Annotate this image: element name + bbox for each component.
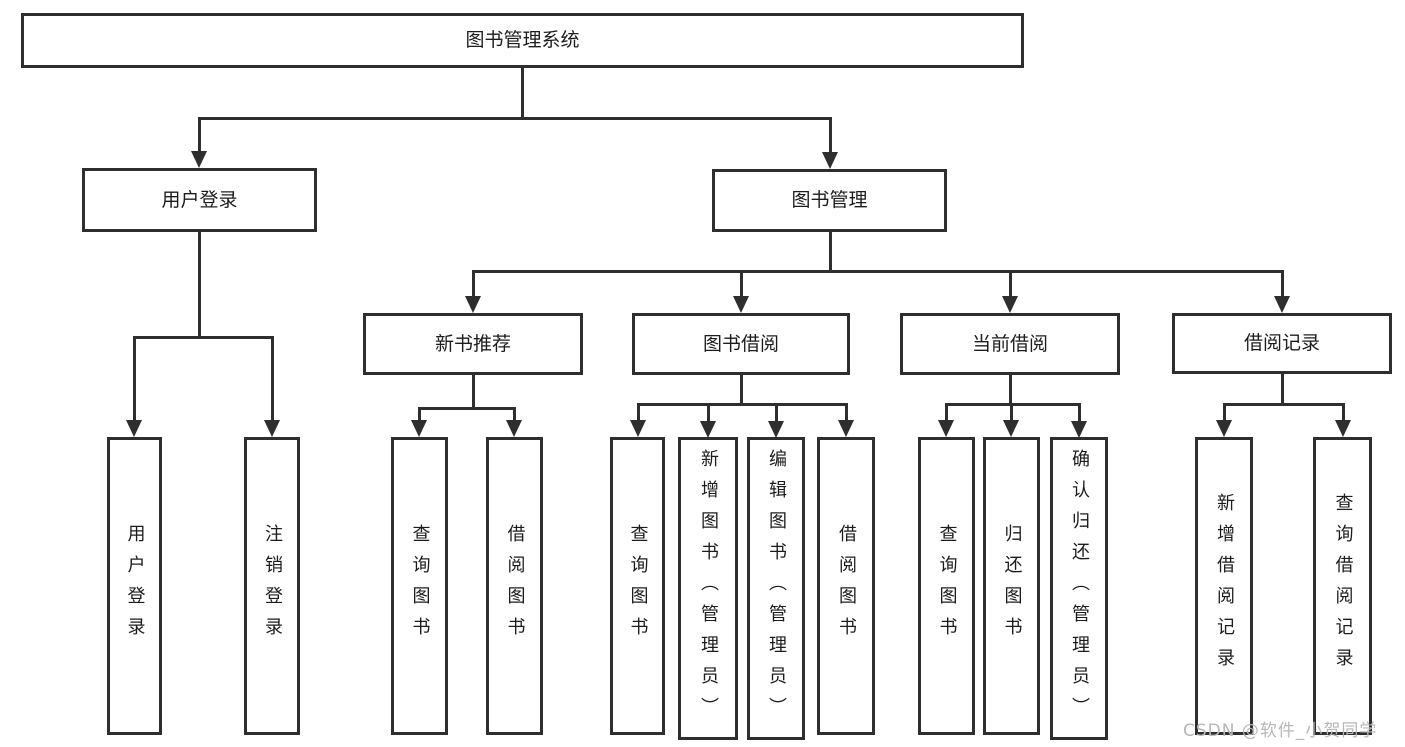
node-book-borrowing: 图书借阅 [632,313,850,375]
connector-line [197,232,201,338]
node-borrowing-records: 借阅记录 [1172,313,1392,374]
connector-line [944,404,948,425]
node-label: 编辑图书（管理员） [766,449,787,728]
node-book-management-branch: 图书管理 [712,169,947,232]
connector-line [512,408,516,425]
node-label: 借阅图书 [836,524,857,648]
node-leaf-return-books: 归还图书 [983,437,1040,735]
node-leaf-query-books-current: 查询图书 [918,437,975,735]
node-leaf-add-books-admin: 新增图书（管理员） [678,437,738,740]
node-library-management-system-root: 图书管理系统 [21,13,1024,68]
arrow-down-icon [191,151,207,168]
node-label: 查询图书 [409,524,431,648]
connector-line [197,118,201,156]
node-leaf-borrow-books-rec: 借阅图书 [486,437,543,735]
arrow-down-icon [822,152,838,169]
arrow-down-icon [1335,420,1351,437]
connector-line [739,375,743,405]
connector-line [1222,404,1226,425]
node-leaf-user-login: 用户登录 [107,437,162,735]
connector-line [1008,271,1012,301]
node-leaf-edit-books-admin: 编辑图书（管理员） [747,437,805,740]
connector-line [197,116,832,120]
node-label: 归还图书 [1001,524,1023,648]
connector-line [828,232,832,272]
connector-line [1009,404,1013,425]
connector-line [774,404,778,426]
connector-line [1222,402,1345,406]
node-label: 借阅记录 [1243,332,1320,354]
connector-line [132,335,274,339]
node-leaf-query-borrow-record: 查询借阅记录 [1313,437,1372,735]
connector-line [636,402,848,406]
arrow-down-icon [938,420,954,437]
csdn-watermark: CSDN @软件_小贺同学 [1183,721,1378,741]
arrow-down-icon [1003,420,1019,437]
connector-line [844,404,848,425]
node-label: 用户登录 [124,524,146,648]
node-label: 新书推荐 [434,332,511,355]
node-label: 新增借阅记录 [1214,493,1235,679]
node-label: 当前借阅 [971,332,1048,355]
node-label: 借阅图书 [504,524,526,648]
node-user-login-branch: 用户登录 [82,168,317,232]
node-label: 图书借阅 [702,332,779,355]
connector-line [828,118,832,157]
connector-line [1077,404,1081,426]
node-leaf-borrow-books: 借阅图书 [817,437,875,735]
arrow-down-icon [768,421,784,438]
connector-line [270,337,274,425]
arrow-down-icon [264,420,280,437]
arrow-down-icon [1274,296,1290,313]
arrow-down-icon [838,420,854,437]
arrow-down-icon [733,296,749,313]
connector-line [1008,375,1012,405]
node-label: 用户登录 [161,188,238,211]
arrow-down-icon [700,421,716,438]
node-leaf-logout: 注销登录 [244,437,300,735]
arrow-down-icon [630,420,646,437]
arrow-down-icon [411,420,427,437]
node-leaf-query-books-borrow: 查询图书 [610,437,665,735]
node-label: 图书管理系统 [465,29,580,51]
node-leaf-add-borrow-record: 新增借阅记录 [1195,437,1253,735]
arrow-down-icon [1216,420,1232,437]
arrow-down-icon [1071,421,1087,438]
node-label: 查询借阅记录 [1332,493,1354,679]
node-leaf-confirm-return-admin: 确认归还（管理员） [1050,437,1108,740]
connector-line [1280,271,1284,301]
connector-line [471,269,1284,273]
node-label: 确认归还（管理员） [1069,449,1090,728]
node-new-book-recommendation: 新书推荐 [363,313,583,375]
arrow-down-icon [1002,296,1018,313]
connector-line [471,375,475,409]
connector-line [417,406,516,410]
connector-line [132,337,136,425]
node-label: 查询图书 [936,524,958,648]
node-label: 图书管理 [791,189,868,211]
connector-line [636,404,640,425]
connector-line [520,68,524,120]
arrow-down-icon [126,420,142,437]
node-label: 注销登录 [262,524,283,648]
connector-line [417,408,421,425]
node-leaf-query-books-rec: 查询图书 [391,437,448,735]
arrow-down-icon [506,420,522,437]
connector-line [471,271,475,301]
arrow-down-icon [465,296,481,313]
node-label: 新增图书（管理员） [698,449,719,728]
connector-line [944,402,1081,406]
connector-line [739,271,743,301]
connector-line [1280,374,1284,405]
node-current-borrowing: 当前借阅 [900,313,1120,375]
node-label: 查询图书 [627,524,649,648]
connector-line [1341,404,1345,425]
connector-line [706,404,710,426]
